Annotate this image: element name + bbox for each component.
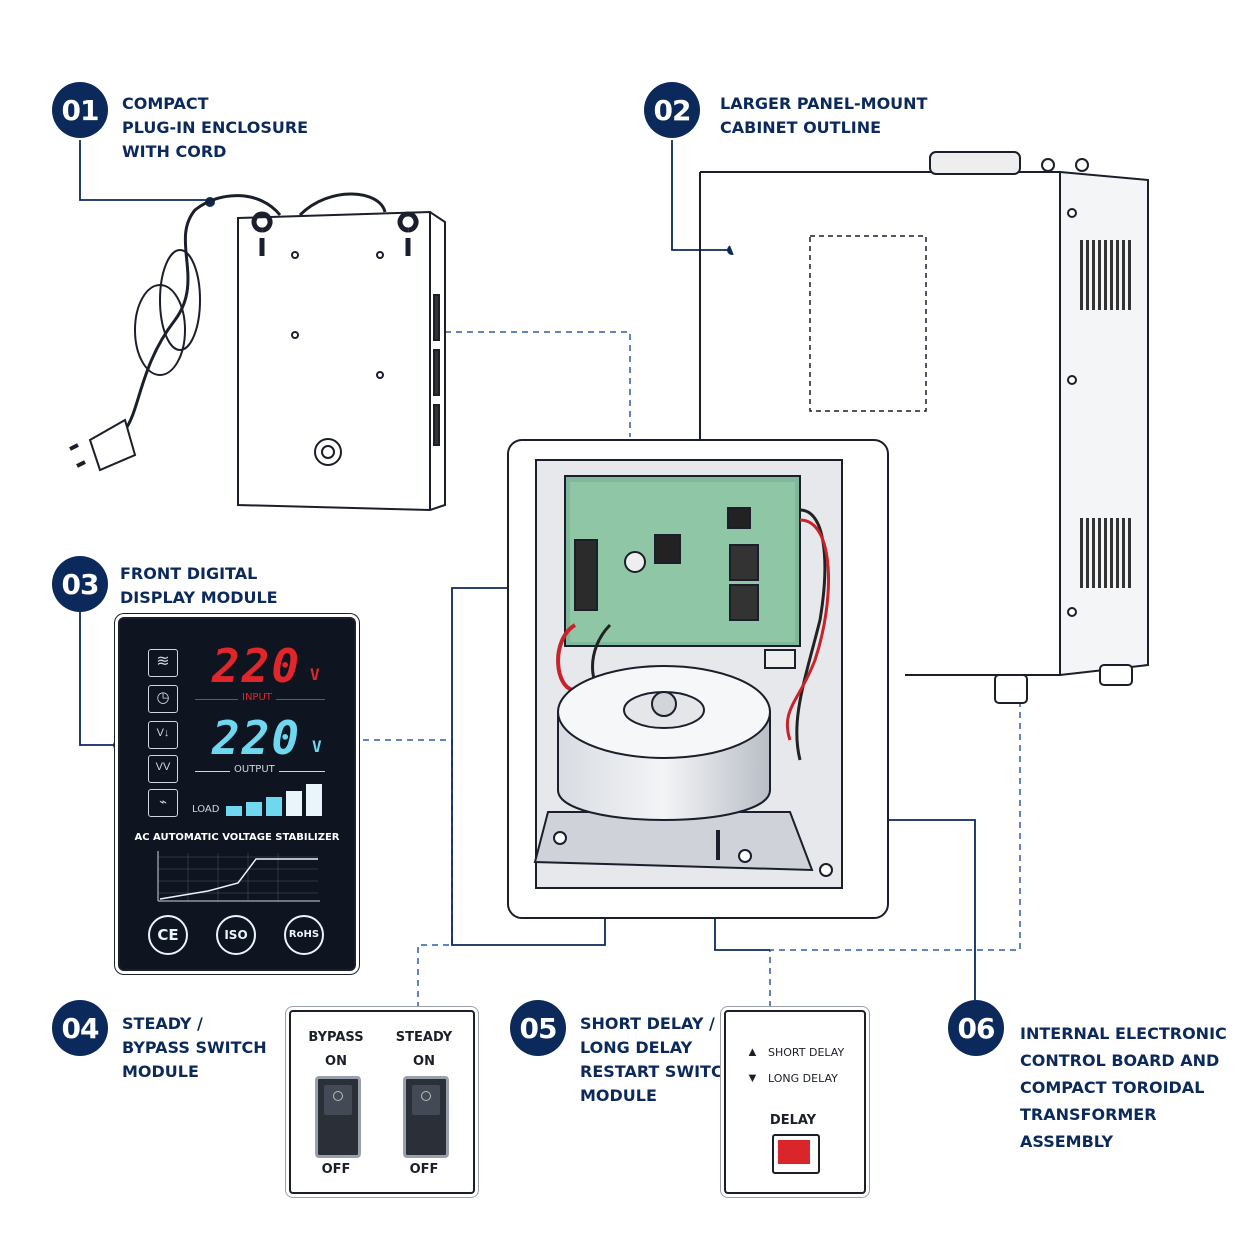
input-label: INPUT — [238, 692, 276, 703]
delay-button-label: DELAY — [769, 1113, 817, 1128]
output-label: OUTPUT — [230, 764, 279, 775]
steady-off-label: OFF — [409, 1162, 439, 1177]
output-voltage-unit: V — [312, 737, 322, 756]
short-delay-label: SHORT DELAY — [768, 1046, 845, 1059]
bypass-off-label: OFF — [321, 1162, 351, 1177]
callout-number-06: 06 — [948, 1000, 1004, 1056]
callout-number-04: 04 — [52, 1000, 108, 1056]
load-bar — [246, 802, 262, 816]
callout-number-03: 03 — [52, 556, 108, 612]
panel-cabinet — [699, 151, 1149, 704]
compact-enclosure — [69, 192, 446, 512]
load-bar — [306, 784, 322, 816]
rohs-badge: RoHS — [284, 915, 324, 955]
bypass-steady-switch-module: BYPASS ON OFF STEADY ON OFF — [289, 1010, 475, 1194]
output-voltage-value: 220 — [212, 711, 302, 765]
steady-rocker-switch[interactable] — [403, 1076, 449, 1158]
steady-on-label: ON — [413, 1054, 435, 1069]
output-voltage-icon: VV — [148, 755, 178, 783]
delay-button[interactable] — [772, 1134, 820, 1174]
display-title: AC AUTOMATIC VOLTAGE STABILIZER — [134, 832, 340, 843]
internal-assembly — [507, 439, 889, 919]
load-bar — [286, 791, 302, 816]
load-icon: ⌁ — [148, 789, 178, 817]
input-voltage-icon: V↓ — [148, 721, 178, 749]
bypass-rocker-switch[interactable] — [315, 1076, 361, 1158]
ce-badge: CE — [148, 915, 188, 955]
iso-badge: ISO — [216, 915, 256, 955]
load-bar-meter — [226, 782, 326, 816]
long-delay-arrow-icon: ▼ — [746, 1070, 759, 1085]
input-voltage-value: 220 — [212, 639, 302, 693]
digital-display-module: ≋ ◷ V↓ VV ⌁ 220 V INPUT 220 V OUTPUT LOA… — [118, 617, 356, 971]
load-label: LOAD — [192, 804, 220, 815]
callout-number-02: 02 — [644, 82, 700, 138]
load-bar — [226, 806, 242, 816]
delay-switch-module: ▲ SHORT DELAY ▼ LONG DELAY DELAY — [724, 1010, 866, 1194]
long-delay-label: LONG DELAY — [768, 1072, 838, 1085]
bypass-on-label: ON — [325, 1054, 347, 1069]
delay-button-cap — [778, 1140, 810, 1164]
load-bar — [266, 797, 282, 816]
bypass-title: BYPASS — [308, 1030, 364, 1045]
callout-number-01: 01 — [52, 82, 108, 138]
response-graph — [157, 851, 320, 902]
callout-number-05: 05 — [510, 1000, 566, 1056]
short-delay-arrow-icon: ▲ — [746, 1044, 759, 1059]
steady-title: STEADY — [395, 1030, 453, 1045]
wave-icon: ≋ — [148, 649, 178, 677]
clock-icon: ◷ — [148, 685, 178, 713]
input-voltage-unit: V — [310, 665, 320, 684]
